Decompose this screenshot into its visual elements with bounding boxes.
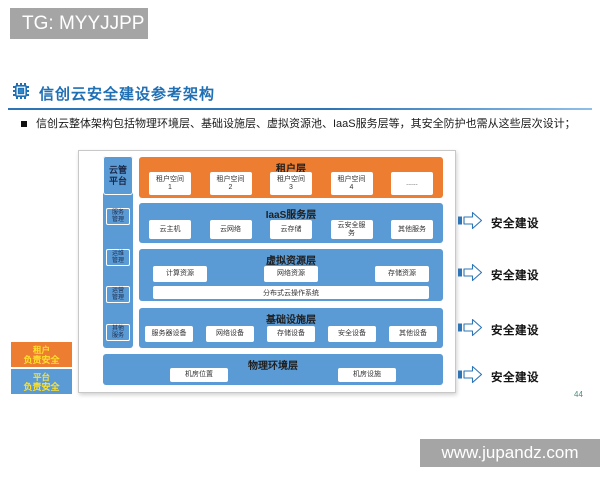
page-title: 信创云安全建设参考架构 — [39, 86, 216, 103]
virtual-layer-title: 虚拟资源层 — [266, 256, 316, 267]
security-label: 安全建设 — [491, 372, 539, 384]
platform-item-service-mgmt: 服务 管理 — [106, 208, 130, 225]
security-label: 安全建设 — [491, 325, 539, 337]
platform-item-other-services: 其他 服务 — [106, 324, 130, 341]
platform-item-operation-mgmt: 运营 管理 — [106, 286, 130, 303]
tenant-space-2: 租户空间 2 — [209, 172, 252, 195]
tenant-layer: 租户层 租户空间 1 租户空间 2 租户空间 3 租户空间 4 — [139, 157, 443, 198]
bullet-row: 信创云整体架构包括物理环境层、基础设施层、虚拟资源池、IaaS服务层等，其安全防… — [21, 117, 593, 131]
infrastructure-layer: 基础设施层 服务器设备 网络设备 存储设备 安全设备 其他设备 — [139, 308, 443, 348]
bullet-text: 信创云整体架构包括物理环境层、基础设施层、虚拟资源池、IaaS服务层等，其安全防… — [36, 118, 576, 130]
security-row-iaas: 安全建设 — [458, 211, 539, 235]
page-number: 44 — [574, 390, 583, 399]
infra-layer-title: 基础设施层 — [266, 315, 316, 326]
tenant-space-1: 租户空间 1 — [149, 172, 191, 195]
physical-box-room-facility: 机房设施 — [338, 368, 396, 382]
virtual-resource-layer: 虚拟资源层 计算资源 网络资源 存储资源 分布式云操作系统 — [139, 249, 443, 301]
iaas-boxes: 云主机 云网络 云存储 云安全服务 其他服务 — [149, 220, 433, 239]
platform-responsibility-badge: 平台 负责安全 — [10, 368, 73, 395]
infra-box-storage-device: 存储设备 — [267, 326, 315, 342]
architecture-diagram: 云管平台 服务 管理 运维 管理 运营 管理 其他 服务 租户层 租户空间 1 — [78, 150, 456, 393]
tenant-space-4: 租户空间 4 — [330, 172, 373, 195]
virtual-box-network: 网络资源 — [264, 266, 318, 282]
cloud-platform-label: 云管平台 — [103, 156, 133, 195]
right-arrow-icon — [458, 263, 483, 287]
title-underline — [8, 108, 592, 110]
infra-box-server-device: 服务器设备 — [145, 326, 193, 342]
iaas-box-cloud-network: 云网络 — [209, 220, 252, 239]
physical-layer-title: 物理环境层 — [248, 361, 298, 372]
iaas-layer-title: IaaS服务层 — [265, 210, 317, 221]
iaas-box-cloud-host: 云主机 — [149, 220, 191, 239]
infrastructure-boxes: 服务器设备 网络设备 存储设备 安全设备 其他设备 — [145, 326, 437, 342]
right-arrow-icon — [458, 211, 483, 235]
security-row-physical: 安全建设 — [458, 365, 539, 389]
physical-environment-layer: 物理环境层 机房位置 机房设施 — [103, 354, 443, 385]
tenant-responsibility-badge: 租户 负责安全 — [10, 341, 73, 368]
security-label: 安全建设 — [491, 218, 539, 230]
tenant-layer-title: 租户层 — [276, 164, 306, 175]
iaas-box-cloud-security-service: 云安全服务 — [330, 220, 373, 239]
platform-item-ops-maintenance: 运维 管理 — [106, 249, 130, 266]
top-watermark-badge: TG: MYYJJPP — [10, 8, 148, 39]
bullet-square-icon — [21, 121, 27, 127]
tenant-space-3: 租户空间 3 — [270, 172, 312, 195]
iaas-box-cloud-storage: 云存储 — [270, 220, 312, 239]
right-arrow-icon — [458, 318, 483, 342]
virtual-resource-boxes: 计算资源 网络资源 存储资源 — [153, 266, 429, 282]
infra-box-other-device: 其他设备 — [389, 326, 437, 342]
chip-icon — [12, 82, 30, 105]
iaas-layer: IaaS服务层 云主机 云网络 云存储 云安全服务 其他服务 — [139, 203, 443, 243]
security-row-virtual: 安全建设 — [458, 263, 539, 287]
bottom-watermark-badge: www.jupandz.com — [420, 439, 600, 467]
infra-box-network-device: 网络设备 — [206, 326, 254, 342]
section-title-row: 信创云安全建设参考架构 — [12, 82, 215, 105]
distributed-cloud-os-box: 分布式云操作系统 — [153, 286, 429, 299]
tenant-space-boxes: 租户空间 1 租户空间 2 租户空间 3 租户空间 4 ...... — [149, 172, 433, 195]
physical-box-room-location: 机房位置 — [170, 368, 228, 382]
tenant-space-more: ...... — [391, 172, 433, 195]
iaas-box-other-services: 其他服务 — [391, 220, 433, 239]
virtual-box-storage: 存储资源 — [375, 266, 429, 282]
security-row-infra: 安全建设 — [458, 318, 539, 342]
virtual-box-compute: 计算资源 — [153, 266, 207, 282]
right-arrow-icon — [458, 365, 483, 389]
security-label: 安全建设 — [491, 270, 539, 282]
infra-box-security-device: 安全设备 — [328, 326, 376, 342]
